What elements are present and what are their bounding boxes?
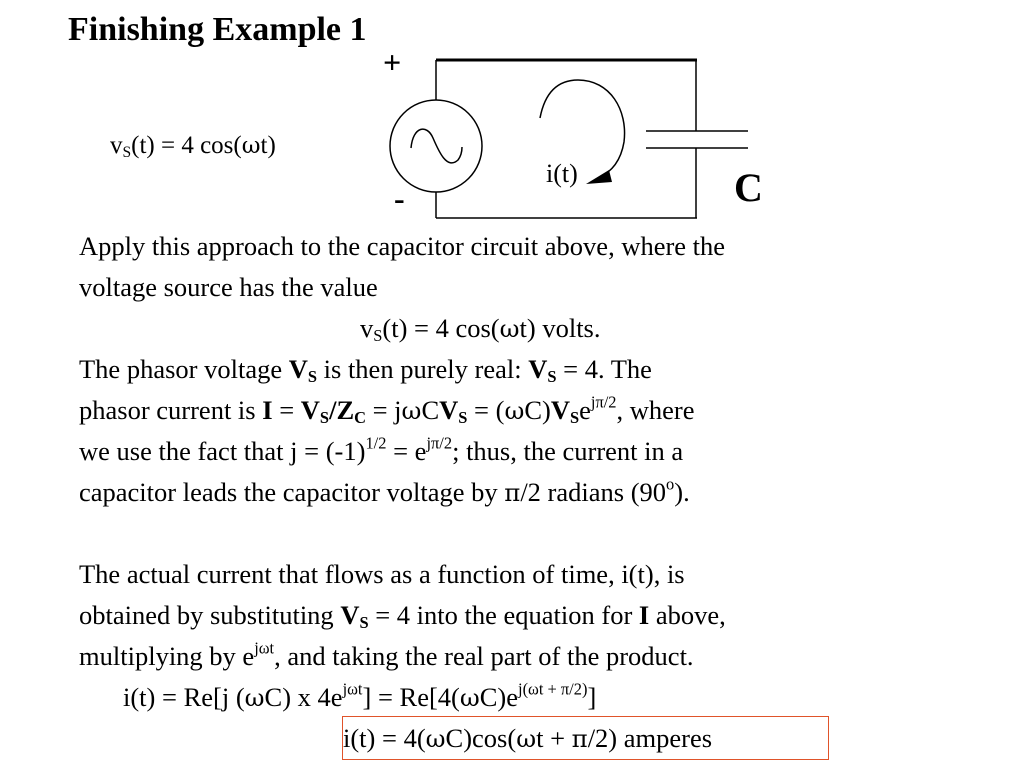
text-line: The phasor voltage VS is then purely rea…	[79, 354, 652, 387]
text-line: phasor current is I = VS/ZC = jωCVS = (ω…	[79, 392, 695, 428]
capacitor-label: C	[734, 165, 763, 210]
text-line: capacitor leads the capacitor voltage by…	[79, 474, 690, 507]
text-line: The actual current that flows as a funct…	[79, 559, 685, 589]
slide-title: Finishing Example 1	[68, 11, 367, 48]
current-loop-arrow	[539, 79, 626, 179]
text-line: voltage source has the value	[79, 272, 378, 302]
explanation-text: Apply this approach to the capacitor cir…	[79, 226, 959, 759]
answer-highlight-box	[342, 716, 829, 760]
source-voltage-expression: vS(t) = 4 cos(ωt)	[110, 132, 276, 161]
minus-terminal-label: -	[394, 180, 405, 216]
sine-wave-icon	[410, 128, 463, 164]
final-result-line: i(t) = 4(ωC)cos(ωt + π/2) amperes	[343, 723, 713, 753]
current-arrowhead-icon	[586, 170, 612, 184]
text-line: obtained by substituting VS = 4 into the…	[79, 600, 726, 633]
text-line: i(t) = Re[j (ωC) x 4ejωt] = Re[4(ωC)ej(ω…	[123, 679, 597, 712]
voltage-source-circle	[389, 99, 483, 193]
text-line: we use the fact that j = (-1)1/2 = ejπ/2…	[79, 433, 684, 466]
text-line: multiplying by ejωt, and taking the real…	[79, 638, 694, 671]
plus-terminal-label: +	[383, 44, 402, 80]
text-line: vS(t) = 4 cos(ωt) volts.	[360, 313, 601, 346]
paragraph-gap	[79, 513, 959, 554]
text-line: Apply this approach to the capacitor cir…	[79, 231, 726, 261]
current-label: i(t)	[546, 159, 578, 188]
